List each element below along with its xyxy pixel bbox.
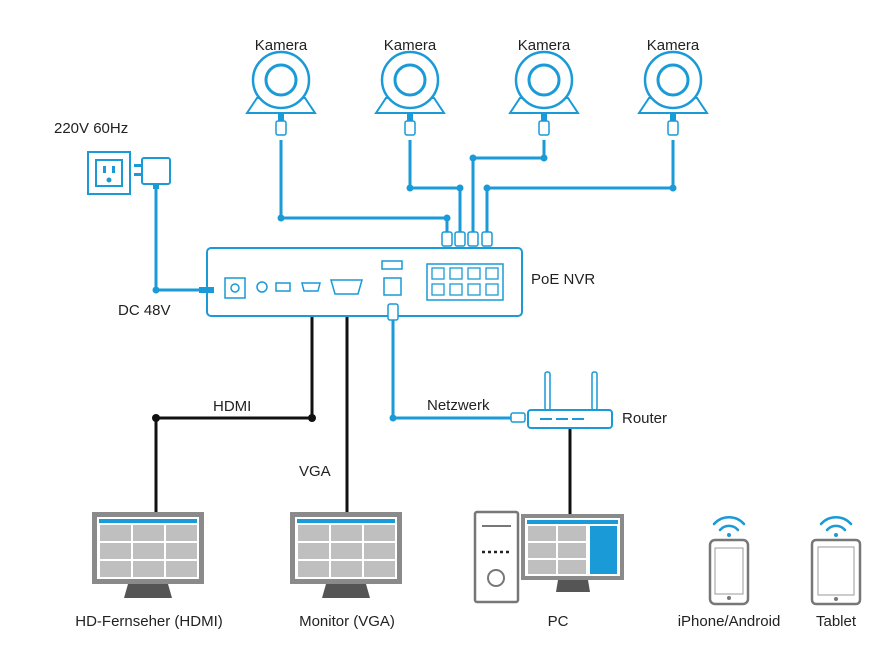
- power-outlet-icon: [87, 151, 171, 195]
- dc-label: DC 48V: [118, 302, 171, 319]
- camera-label: Kamera: [254, 37, 308, 54]
- cable-joints: [152, 154, 677, 422]
- power-label: 220V 60Hz: [54, 120, 129, 137]
- camera-3: [508, 50, 580, 136]
- device-label-monitor: Monitor (VGA): [299, 613, 395, 630]
- monitor-icon: [290, 512, 402, 598]
- camera-label: Kamera: [646, 37, 700, 54]
- nvr-icon: [199, 231, 523, 321]
- router-label: Router: [622, 410, 668, 427]
- hdmi-label: HDMI: [213, 398, 252, 415]
- camera-4: [637, 50, 709, 136]
- camera-label: Kamera: [517, 37, 571, 54]
- network-label: Netzwerk: [427, 397, 490, 414]
- device-label-tablet: Tablet: [815, 613, 857, 630]
- smartphone-icon: [708, 515, 750, 606]
- device-label-phone: iPhone/Android: [677, 613, 781, 630]
- camera-label: Kamera: [383, 37, 437, 54]
- router-icon: [510, 371, 613, 429]
- pc-icon: [473, 510, 624, 604]
- device-label-pc: PC: [547, 613, 569, 630]
- vga-label: VGA: [299, 463, 331, 480]
- tablet-icon: [810, 515, 862, 606]
- black-cables: [154, 300, 572, 514]
- nvr-label: PoE NVR: [531, 271, 596, 288]
- tv-icon: [92, 512, 204, 598]
- camera-1: [245, 50, 317, 136]
- camera-2: [374, 50, 446, 136]
- device-label-tv: HD-Fernseher (HDMI): [75, 613, 223, 630]
